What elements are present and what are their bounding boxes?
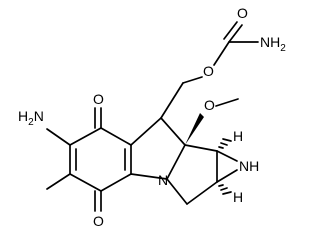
hash-bond-bottom-h	[218, 184, 232, 195]
bond-c9-c9a	[160, 117, 186, 146]
bond-c9-c8a	[130, 117, 162, 146]
bond-carbamate-co-ester	[213, 41, 230, 66]
atom-o-carbonyl: O	[237, 5, 248, 21]
bond-ester-ch2	[182, 76, 203, 84]
bond-c5-c4a	[100, 173, 132, 192]
atom-nh2-carbamate: NH2	[260, 34, 286, 54]
atom-h-bottom: H	[233, 189, 243, 205]
bond-c6-c5	[69, 173, 102, 192]
bond-c8-c7	[69, 127, 102, 146]
atom-h-top: H	[233, 128, 243, 144]
mitomycin-structure-diagram: O NH2 O O H2N O O N NH H H	[18, 5, 286, 229]
atom-h2n-n: N	[34, 108, 44, 124]
bond-ch2-c2	[186, 181, 218, 205]
atom-n-ring: N	[158, 172, 168, 188]
bond-carbamate-co	[228, 24, 243, 43]
bond-n-c4a	[130, 173, 168, 180]
atom-nh2-left: H2N	[18, 108, 44, 128]
bond-o-methyl	[215, 98, 239, 107]
bond-c8a-c8	[100, 127, 132, 146]
atom-o-quinone-top: O	[93, 91, 104, 107]
bond-c2-nh	[216, 169, 238, 183]
wedge-methoxy	[185, 113, 204, 145]
atom-o-ester: O	[203, 63, 214, 79]
atom-nh-aziridine: NH	[239, 158, 259, 174]
atom-nh2-carbamate-sub: 2	[280, 43, 286, 54]
bond-c6-methyl	[46, 173, 71, 190]
atom-nh2-carbamate-main: NH	[260, 34, 280, 50]
atom-o-quinone-bottom: O	[93, 213, 104, 229]
bond-carbamate-co-double	[223, 21, 238, 40]
atom-h2n-sub: 2	[28, 117, 34, 128]
atom-h2n-h: H	[18, 108, 28, 124]
bond-c9a-c1	[184, 144, 218, 152]
bond-c9a-n	[166, 144, 186, 180]
bond-c1-nh	[216, 150, 238, 162]
bond-c7-nh2	[46, 128, 71, 146]
bond-n-ch2	[166, 178, 188, 205]
bond-ch2-c9	[160, 82, 184, 119]
hash-bond-top-h	[218, 138, 232, 149]
atom-o-methoxy: O	[204, 97, 215, 113]
